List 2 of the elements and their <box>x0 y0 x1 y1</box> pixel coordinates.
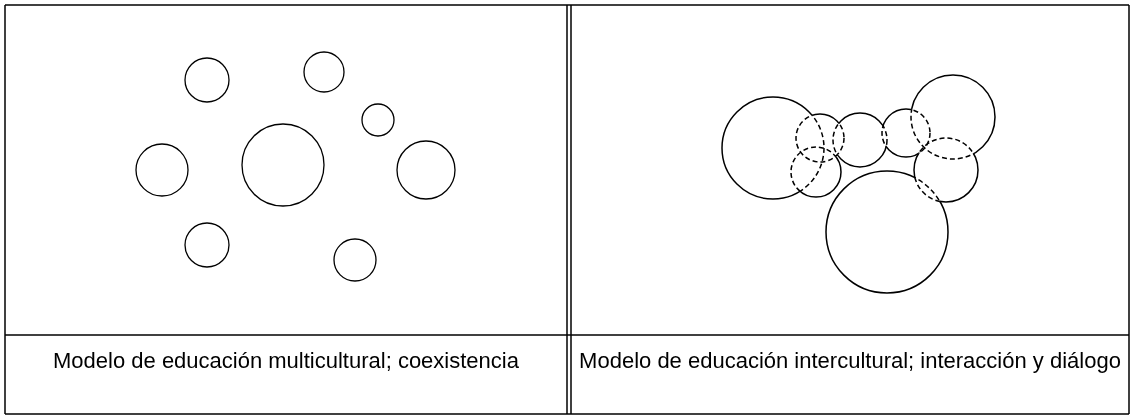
caption: Modelo de educación intercultural; interacción y diálogo <box>578 347 1122 375</box>
caption: Modelo de educación multicultural; coexistencia <box>52 347 520 375</box>
